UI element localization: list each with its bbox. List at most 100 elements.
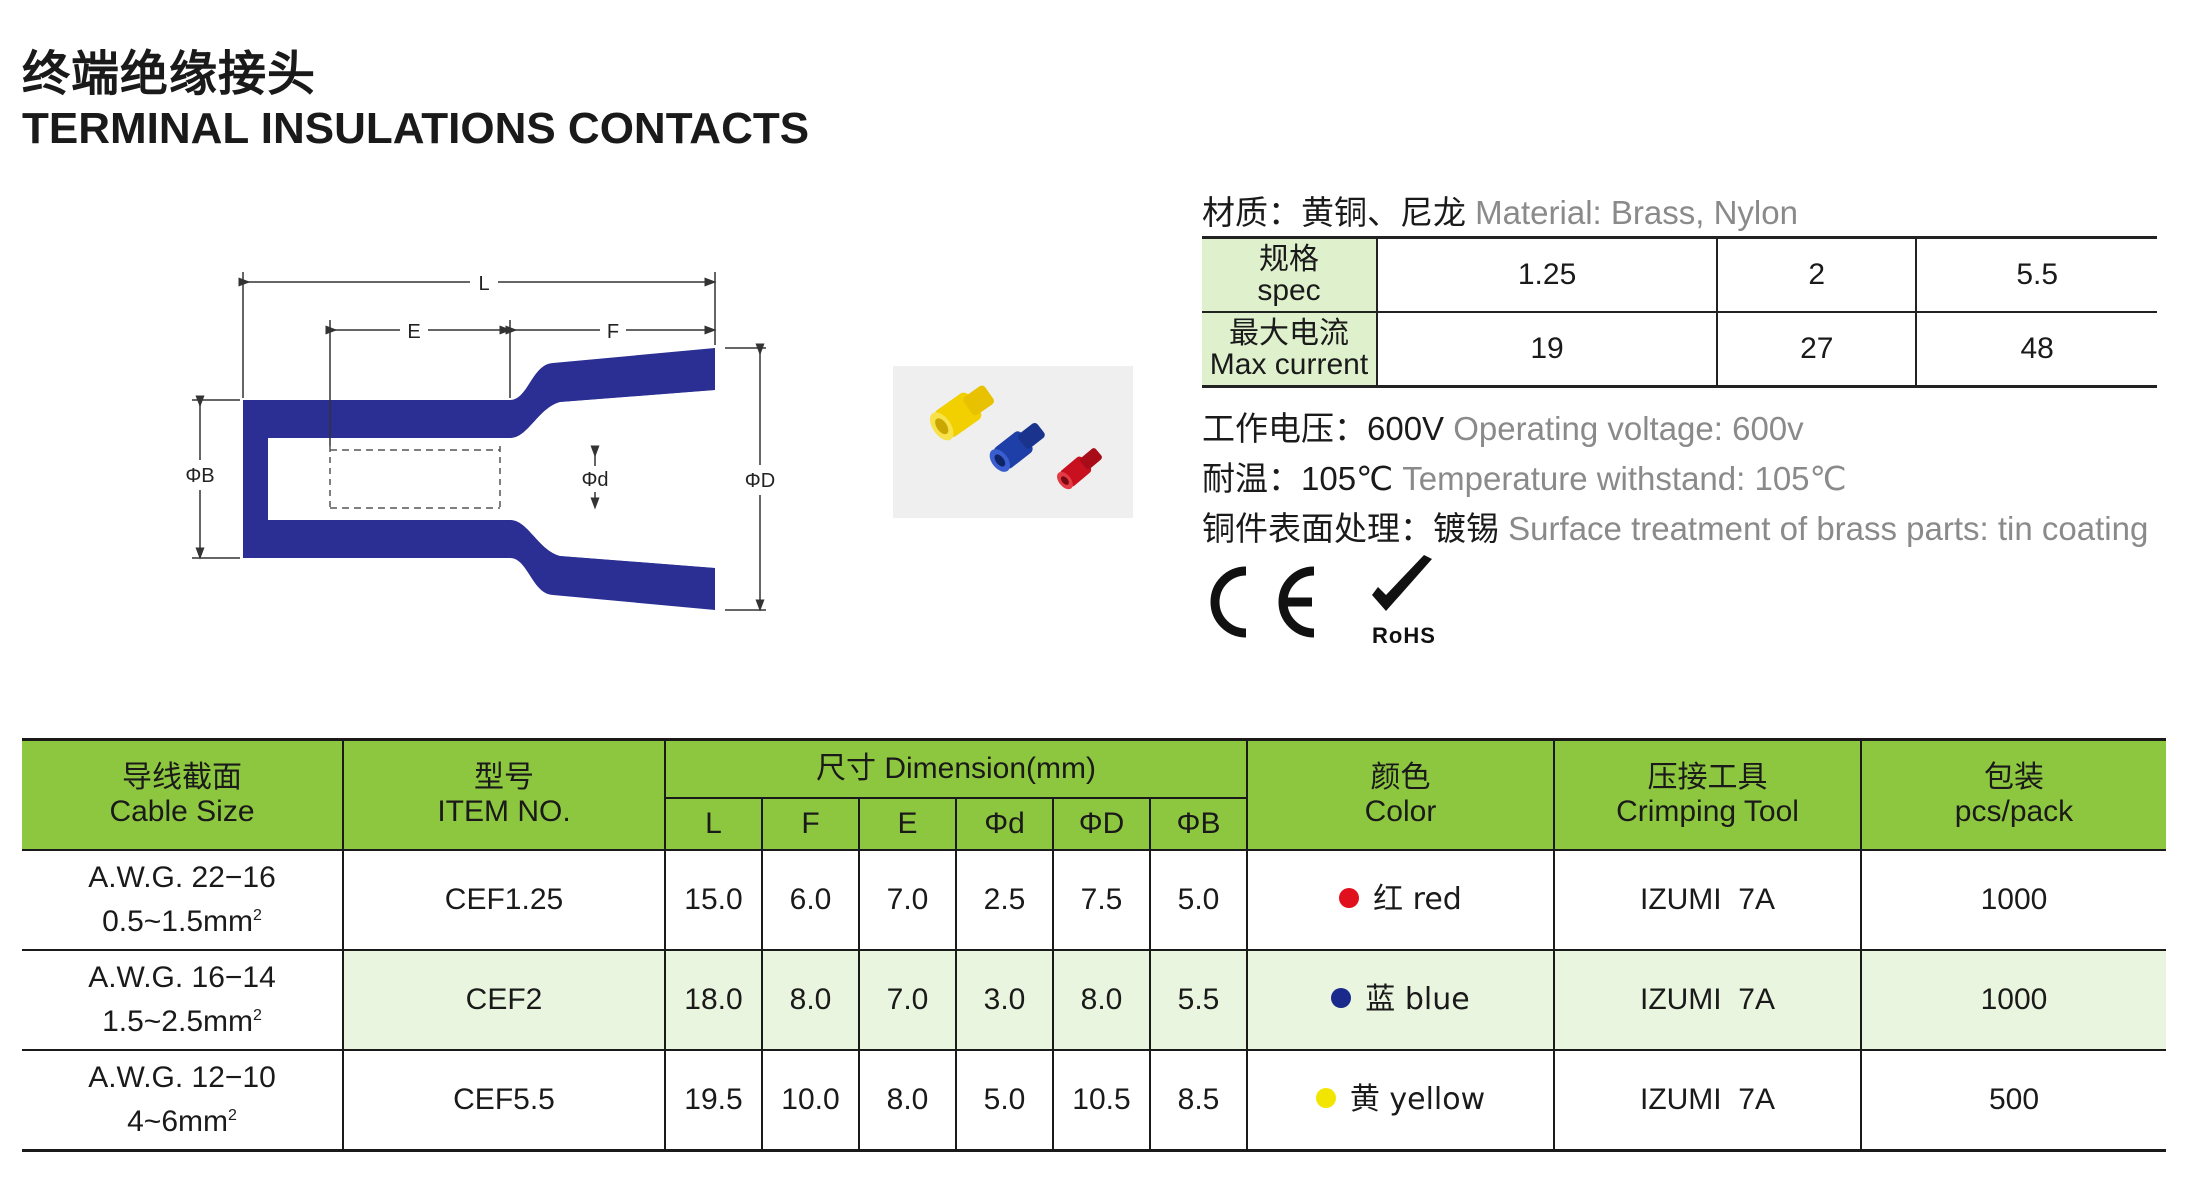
terminal-dimension-diagram: L E F ΦB Φd ΦD [185,272,775,612]
unit-superscript: 2 [253,1007,262,1024]
awg-range: A.W.G. 16−14 [88,961,276,994]
header-item-cn: 型号 [474,760,534,795]
dim-E-cell: 7.0 [858,849,957,951]
dim-L-cell: 19.5 [664,1049,763,1152]
temperature-en: Temperature withstand: 105℃ [1402,460,1847,497]
blue-terminal-image [989,422,1045,472]
max-current-value: 19 [1375,311,1719,388]
awg-range: A.W.G. 22−16 [88,861,276,894]
surface-line: 铜件表面处理：镀锡 Surface treatment of brass par… [1202,502,2148,550]
max-current-label-cn: 最大电流 [1229,316,1349,351]
header-packing: 包装 pcs/pack [1860,738,2166,851]
cable-size-cell: A.W.G. 22−16 0.5~1.5mm2 [22,849,344,951]
color-label: 蓝 blue [1365,982,1470,1017]
header-tool-cn: 压接工具 [1647,760,1768,795]
dim-phiB-cell: 5.0 [1149,849,1248,951]
table-header-row: 导线截面 Cable Size 型号 ITEM NO. 尺寸 Dimension… [22,738,2166,851]
red-terminal-image [1057,448,1102,490]
material-cn: 材质：黄铜、尼龙 [1202,193,1466,232]
color-label: 红 red [1373,882,1462,917]
header-cable-size: 导线截面 Cable Size [22,738,344,851]
dim-label-phid: Φd [581,469,608,491]
header-cable-cn: 导线截面 [122,760,242,795]
terminal-body-shape [243,348,715,610]
dim-label-E: E [407,321,420,343]
header-color-en: Color [1364,795,1437,828]
dim-phid-cell: 3.0 [955,949,1054,1051]
crimping-tool-cell: IZUMI 7A [1553,1049,1862,1152]
product-photo [893,366,1133,518]
material-en: Material: Brass, Nylon [1475,194,1798,231]
crimping-tool-cell: IZUMI 7A [1553,849,1862,951]
material-line: 材质：黄铜、尼龙 Material: Brass, Nylon [1202,186,1798,234]
dim-phiD-cell: 7.5 [1052,849,1151,951]
yellow-dot-icon [1315,1088,1336,1109]
subheader-phiD: ΦD [1052,797,1151,851]
page-title-en: TERMINAL INSULATIONS CONTACTS [22,104,810,153]
dim-L-cell: 15.0 [664,849,763,951]
dim-L-cell: 18.0 [664,949,763,1051]
table-row: A.W.G. 16−14 1.5~2.5mm2 CEF2 18.0 8.0 7.… [22,949,2166,1051]
crimping-tool-cell: IZUMI 7A [1553,949,1862,1051]
color-cell: 红 red [1246,849,1555,951]
header-item-no: 型号 ITEM NO. [342,738,666,851]
table-row: A.W.G. 12−10 4~6mm2 CEF5.5 19.5 10.0 8.0… [22,1049,2166,1152]
spec-value: 2 [1716,236,1918,313]
header-color: 颜色 Color [1246,738,1555,851]
rohs-logo: RoHS [1372,555,1435,648]
surface-cn: 铜件表面处理：镀锡 [1202,509,1499,548]
pack-cell: 1000 [1860,849,2166,951]
color-cell: 黄 yellow [1246,1049,1555,1152]
header-tool-en: Crimping Tool [1616,795,1799,828]
pack-cell: 1000 [1860,949,2166,1051]
unit-superscript: 2 [227,1107,237,1124]
checkmark-icon [1372,555,1432,611]
dim-label-phiD: ΦD [745,470,775,492]
spec-value: 5.5 [1915,236,2157,313]
dim-F-cell: 8.0 [761,949,860,1051]
subheader-F: F [761,797,860,851]
max-current-row: 最大电流 Max current 19 27 48 [1202,311,2157,388]
header-item-en: ITEM NO. [437,795,571,828]
dim-phid-cell: 5.0 [955,1049,1054,1152]
cable-size-cell: A.W.G. 12−10 4~6mm2 [22,1049,344,1152]
surface-en: Surface treatment of brass parts: tin co… [1508,510,2149,547]
header-cable-en: Cable Size [109,795,255,828]
spec-value: 1.25 [1375,236,1719,313]
mm-range: 1.5~2.5mm [102,1005,253,1038]
color-cell: 蓝 blue [1246,949,1555,1051]
certification-logos: RoHS [1210,555,1435,648]
item-no-cell: CEF2 [342,949,666,1051]
dim-phid-cell: 2.5 [955,849,1054,951]
unit-superscript: 2 [253,907,262,924]
header-pack-en: pcs/pack [1954,795,2074,828]
yellow-terminal-image [929,385,994,441]
color-label: 黄 yellow [1349,1082,1486,1117]
awg-range: A.W.G. 12−10 [88,1061,276,1094]
item-no-cell: CEF1.25 [342,849,666,951]
mm-range: 4~6mm [127,1105,228,1138]
spec-label-en: spec [1257,274,1321,307]
voltage-line: 工作电压：600V Operating voltage: 600v [1202,402,1804,450]
dim-E-cell: 7.0 [858,949,957,1051]
header-color-cn: 颜色 [1370,760,1431,795]
page-title-cn: 终端绝缘接头 [22,46,317,102]
voltage-value: 600V [1367,410,1445,447]
table-row: A.W.G. 22−16 0.5~1.5mm2 CEF1.25 15.0 6.0… [22,849,2166,951]
cable-size-cell: A.W.G. 16−14 1.5~2.5mm2 [22,949,344,1051]
max-current-value: 27 [1716,311,1918,388]
temperature-cn: 耐温： [1202,459,1301,498]
dim-phiB-cell: 8.5 [1149,1049,1248,1152]
max-current-label-en: Max current [1209,348,1369,381]
dim-label-F: F [607,321,619,343]
mm-range: 0.5~1.5mm [102,905,253,938]
pack-cell: 500 [1860,1049,2166,1152]
voltage-cn: 工作电压： [1202,409,1367,448]
dim-E-cell: 8.0 [858,1049,957,1152]
dim-label-L: L [478,273,489,295]
subheader-L: L [665,797,763,851]
max-current-header-cell: 最大电流 Max current [1202,311,1378,388]
table-subheader-row: L F E Φd ΦD ΦB [22,797,2166,851]
subheader-E: E [858,797,957,851]
blue-dot-icon [1331,988,1352,1009]
